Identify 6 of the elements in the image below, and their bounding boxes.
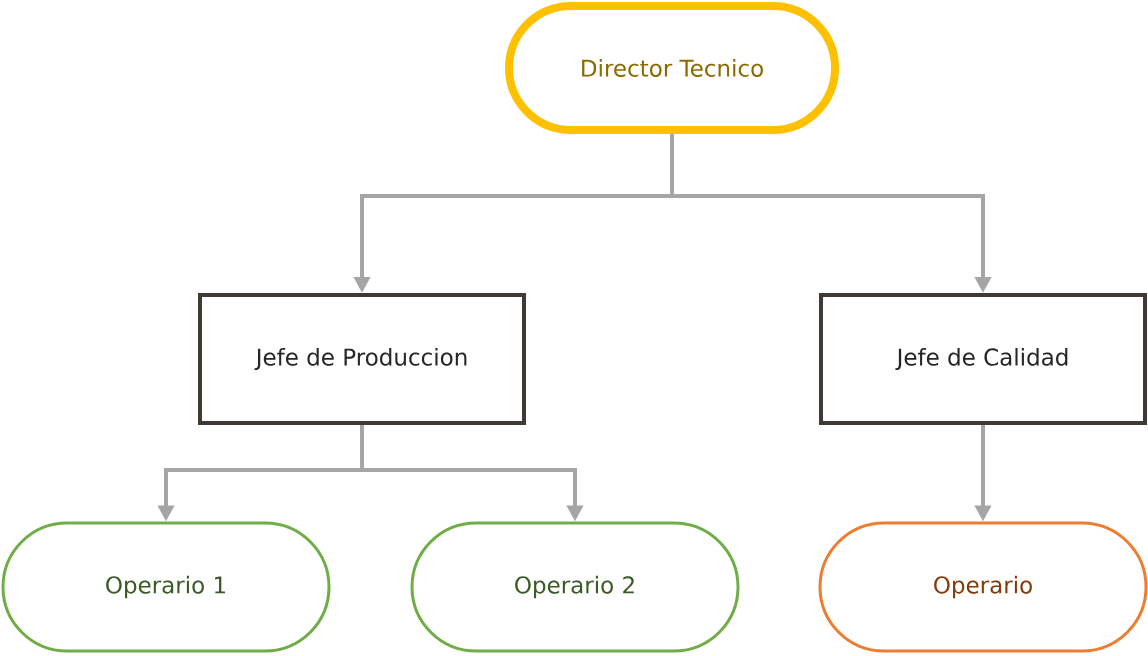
terminal-box: Director Tecnico	[505, 2, 839, 134]
process-box: Jefe de Produccion	[198, 293, 526, 425]
terminal-box: Operario 2	[410, 521, 740, 653]
process-box: Jefe de Calidad	[819, 293, 1147, 425]
terminal-box: Operario 1	[1, 521, 331, 653]
terminal-box: Operario	[818, 521, 1148, 653]
